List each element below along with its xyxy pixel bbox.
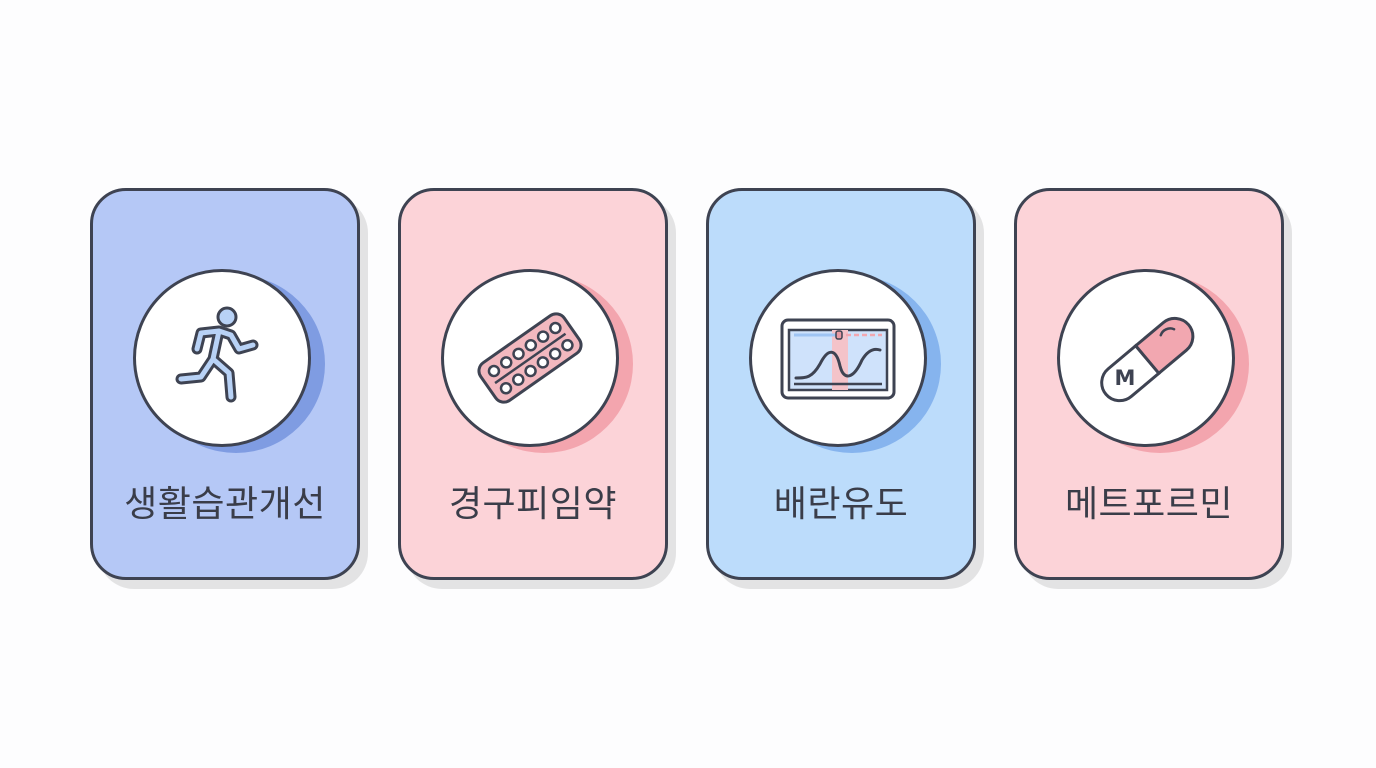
icon-circle	[749, 269, 927, 447]
icon-circle: M	[1057, 269, 1235, 447]
icon-circle	[133, 269, 311, 447]
running-person-icon	[175, 306, 259, 403]
card-label: 경구피임약	[448, 484, 618, 525]
icon-circle	[441, 269, 619, 447]
card-ovulation-induction: 배란유도	[706, 188, 976, 580]
pill-blister-pack-icon	[477, 312, 583, 404]
card-metformin: M 메트포르민	[1014, 188, 1284, 580]
card-label: 배란유도	[773, 484, 909, 525]
card-oral-contraceptive: 경구피임약	[398, 188, 668, 580]
metformin-capsule-icon: M	[1100, 316, 1195, 403]
ovulation-monitor-icon	[780, 318, 896, 400]
card-lifestyle: 생활습관개선	[90, 188, 360, 580]
capsule-letter: M	[1115, 366, 1136, 390]
card-label: 생활습관개선	[124, 484, 326, 525]
card-label: 메트포르민	[1064, 484, 1234, 525]
